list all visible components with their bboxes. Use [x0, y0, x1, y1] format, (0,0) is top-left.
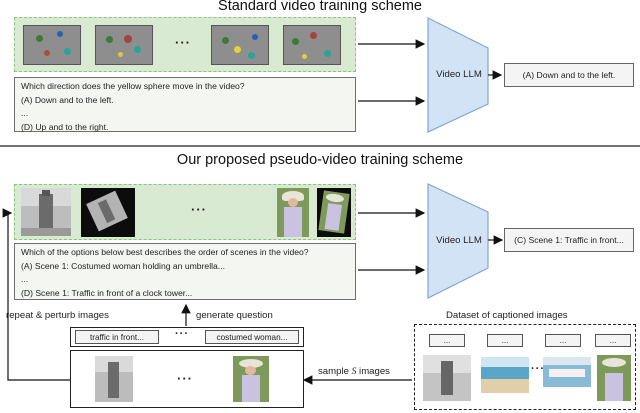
- option-line: ...: [21, 108, 29, 118]
- top-answer-box: (A) Down and to the left.: [504, 63, 634, 87]
- caption-woman: costumed woman...: [205, 330, 299, 344]
- dataset-caption: ...: [429, 334, 465, 347]
- top-video-filmstrip: ···: [14, 17, 356, 72]
- generate-question-label: generate question: [196, 310, 273, 321]
- caption-traffic: traffic in front...: [75, 330, 159, 344]
- perturbed-image-rotated: [81, 188, 135, 237]
- option-line: (D) Up and to the right.: [21, 121, 109, 132]
- repeat-perturb-label: repeat & perturb images: [6, 310, 109, 321]
- filmstrip-ellipsis-top: ···: [175, 35, 191, 50]
- clevr-frame-4: [283, 25, 341, 65]
- dataset-title: Dataset of captioned images: [446, 310, 568, 321]
- bottom-pseudo-video-filmstrip: ···: [14, 184, 356, 240]
- filmstrip-ellipsis-bottom: ···: [191, 202, 207, 217]
- video-llm-shape-top: [427, 17, 489, 133]
- dataset-caption: ...: [487, 334, 523, 347]
- clock-tower-image-1: [21, 188, 71, 236]
- video-llm-shape-bottom: [427, 183, 489, 299]
- option-line: ...: [21, 274, 29, 284]
- sample-images-label: sample S images: [318, 366, 390, 377]
- bottom-section-title: Our proposed pseudo-video training schem…: [176, 152, 464, 168]
- top-section-title: Standard video training scheme: [218, 0, 422, 14]
- video-llm-label-top: Video LLM: [436, 69, 482, 80]
- dataset-caption: ...: [595, 334, 631, 347]
- dataset-woman-image: [597, 355, 631, 401]
- costumed-woman-image: [277, 188, 309, 237]
- dataset-ellipsis: ···: [531, 363, 545, 375]
- clevr-frame-1: [23, 25, 81, 65]
- perturbed-woman-image: [317, 188, 351, 237]
- top-question-box: Which direction does the yellow sphere m…: [14, 77, 356, 132]
- video-llm-label-bottom: Video LLM: [436, 235, 482, 246]
- dataset-caption: ...: [545, 334, 581, 347]
- dataset-harbor-image: [543, 357, 591, 387]
- sampled-ellipsis: ···: [177, 371, 193, 386]
- captioned-image-dataset: ... ... ... ... ···: [414, 324, 636, 410]
- dataset-clock-tower-image: [423, 355, 471, 401]
- dataset-beach-image: [481, 357, 529, 393]
- sampled-woman-image: [233, 356, 269, 402]
- sampled-clock-tower-image: [95, 356, 133, 402]
- caption-ellipsis: ···: [175, 328, 189, 340]
- bottom-answer-box: (C) Scene 1: Traffic in front...: [504, 228, 634, 252]
- bottom-question-box: Which of the options below best describe…: [14, 243, 356, 300]
- option-line: (A) Down and to the left.: [21, 94, 114, 105]
- sampled-images-box: ···: [70, 350, 304, 408]
- clevr-frame-3: [211, 25, 269, 65]
- option-line: (A) Scene 1: Costumed woman holding an u…: [21, 260, 225, 271]
- caption-strip: traffic in front... ··· costumed woman..…: [70, 327, 304, 347]
- question-line: Which of the options below best describe…: [21, 247, 309, 257]
- clevr-frame-2: [95, 25, 153, 65]
- option-line: (D) Scene 1: Traffic in front of a clock…: [21, 287, 193, 298]
- question-line: Which direction does the yellow sphere m…: [21, 81, 245, 91]
